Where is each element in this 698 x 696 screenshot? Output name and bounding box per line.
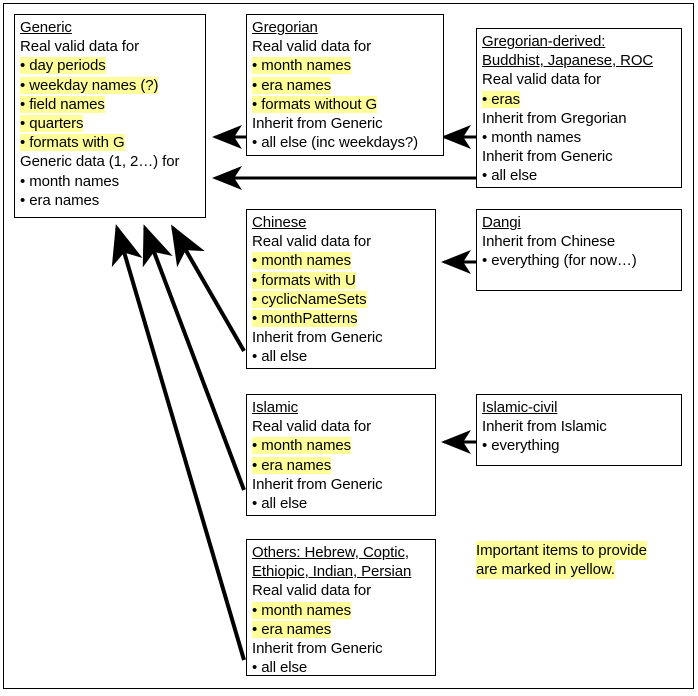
box-islamic-line-2: • era names bbox=[252, 456, 332, 474]
box-generic-line-8: • era names bbox=[20, 191, 100, 209]
box-generic-line-3: • field names bbox=[20, 95, 105, 113]
legend-note: Important items to provide are marked in… bbox=[476, 541, 686, 580]
box-others-title2: Ethiopic, Indian, Persian bbox=[252, 563, 412, 581]
box-others-title: Others: Hebrew, Coptic, bbox=[252, 544, 409, 561]
box-chinese-line-3: • cyclicNameSets bbox=[252, 290, 367, 308]
box-gregorian-derived-line-4: Inherit from Generic bbox=[482, 148, 613, 166]
box-others-line-4: • all else bbox=[252, 659, 308, 677]
box-others-line-1: • month names bbox=[252, 601, 351, 619]
box-chinese-line-0: Real valid data for bbox=[252, 233, 372, 251]
box-islamic-civil[interactable]: Islamic-civil Inherit from Islamic • eve… bbox=[476, 394, 682, 466]
box-gregorian-derived-line-2: Inherit from Gregorian bbox=[482, 109, 627, 127]
box-chinese-title: Chinese bbox=[252, 214, 307, 231]
box-gregorian-derived-line-3: • month names bbox=[482, 129, 581, 147]
box-islamic[interactable]: Islamic Real valid data for • month name… bbox=[246, 394, 436, 516]
box-generic-line-1: • day periods bbox=[20, 57, 106, 75]
box-chinese[interactable]: Chinese Real valid data for • month name… bbox=[246, 209, 436, 369]
box-gregorian-derived-line-5: • all else bbox=[482, 167, 538, 185]
box-dangi-line-0: Inherit from Chinese bbox=[482, 233, 616, 251]
box-islamic-civil-line-0: Inherit from Islamic bbox=[482, 418, 607, 436]
box-chinese-line-4: • monthPatterns bbox=[252, 310, 358, 328]
box-chinese-line-5: Inherit from Generic bbox=[252, 329, 383, 347]
legend-note-line-1: Important items to provide bbox=[476, 541, 647, 561]
box-others-line-3: Inherit from Generic bbox=[252, 640, 383, 658]
box-islamic-line-3: Inherit from Generic bbox=[252, 475, 383, 493]
box-gregorian-derived-line-1: • eras bbox=[482, 90, 520, 108]
box-others[interactable]: Others: Hebrew, Coptic, Ethiopic, Indian… bbox=[246, 539, 436, 676]
box-generic-line-4: • quarters bbox=[20, 115, 84, 133]
box-gregorian-line-1: • month names bbox=[252, 57, 351, 75]
box-generic-line-7: • month names bbox=[20, 172, 119, 190]
box-gregorian-derived-line-0: Real valid data for bbox=[482, 71, 602, 89]
box-gregorian-derived[interactable]: Gregorian-derived: Buddhist, Japanese, R… bbox=[476, 28, 682, 188]
box-generic-line-2: • weekday names (?) bbox=[20, 76, 159, 94]
box-gregorian-line-0: Real valid data for bbox=[252, 38, 372, 56]
box-islamic-line-4: • all else bbox=[252, 495, 308, 513]
box-islamic-civil-title: Islamic-civil bbox=[482, 399, 558, 416]
box-gregorian-title: Gregorian bbox=[252, 19, 318, 36]
box-dangi[interactable]: Dangi Inherit from Chinese • everything … bbox=[476, 209, 682, 291]
box-generic-line-5: • formats with G bbox=[20, 134, 125, 152]
box-gregorian-line-2: • era names bbox=[252, 76, 332, 94]
box-gregorian-derived-title2: Buddhist, Japanese, ROC bbox=[482, 52, 654, 70]
box-generic-line-0: Real valid data for bbox=[20, 38, 140, 56]
box-dangi-line-1: • everything (for now…) bbox=[482, 252, 637, 270]
box-others-line-2: • era names bbox=[252, 620, 332, 638]
box-generic-line-6: Generic data (1, 2…) for bbox=[20, 153, 180, 171]
box-islamic-line-1: • month names bbox=[252, 437, 351, 455]
box-gregorian[interactable]: Gregorian Real valid data for • month na… bbox=[246, 14, 444, 156]
box-islamic-title: Islamic bbox=[252, 399, 298, 416]
box-islamic-civil-line-1: • everything bbox=[482, 437, 560, 455]
box-gregorian-derived-title: Gregorian-derived: bbox=[482, 33, 606, 50]
box-others-line-0: Real valid data for bbox=[252, 582, 372, 600]
box-gregorian-line-4: Inherit from Generic bbox=[252, 115, 383, 133]
diagram-outer-border bbox=[3, 3, 694, 689]
box-generic-title: Generic bbox=[20, 19, 72, 36]
box-chinese-line-6: • all else bbox=[252, 348, 308, 366]
box-islamic-line-0: Real valid data for bbox=[252, 418, 372, 436]
box-gregorian-line-5: • all else (inc weekdays?) bbox=[252, 134, 419, 152]
box-chinese-line-2: • formats with U bbox=[252, 271, 356, 289]
box-dangi-title: Dangi bbox=[482, 214, 521, 231]
box-chinese-line-1: • month names bbox=[252, 252, 351, 270]
box-generic[interactable]: Generic Real valid data for • day period… bbox=[14, 14, 206, 218]
legend-note-line-2: are marked in yellow. bbox=[476, 560, 615, 580]
box-gregorian-line-3: • formats without G bbox=[252, 95, 378, 113]
